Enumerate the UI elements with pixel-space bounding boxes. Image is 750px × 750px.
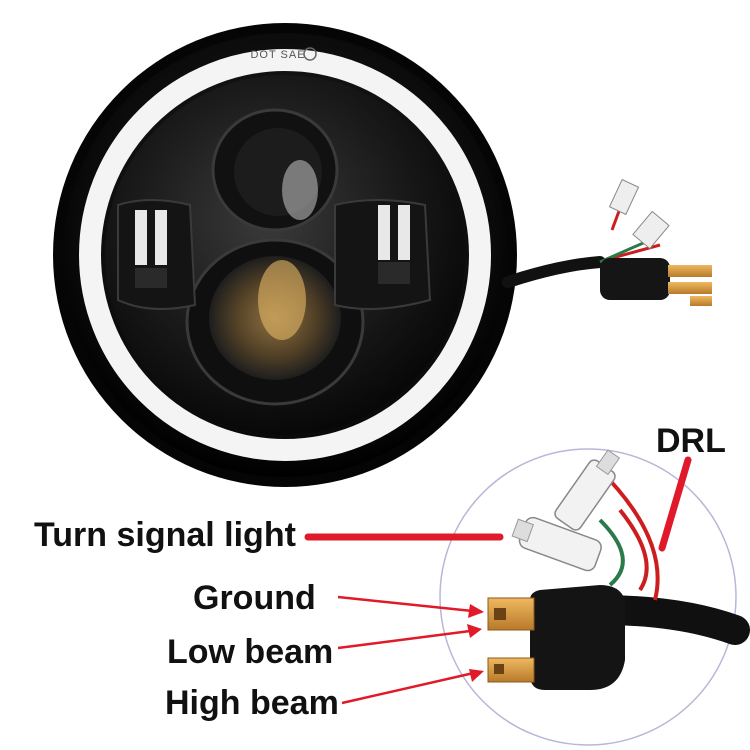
turn-signal-label: Turn signal light <box>34 516 296 554</box>
red-wire-b <box>598 468 660 601</box>
high-arrowhead-icon <box>469 669 484 682</box>
drl-plug <box>608 178 640 216</box>
left-led-strip <box>117 199 197 310</box>
high-beam-label: High beam <box>165 684 339 722</box>
right-led-strip <box>334 199 432 310</box>
h4-housing-large <box>530 585 625 690</box>
pin-b <box>668 282 712 294</box>
halo-ring <box>79 49 491 461</box>
upper-projector <box>211 108 339 232</box>
pin-a <box>668 265 712 277</box>
dot-stamp: DOT SAE <box>250 49 305 61</box>
ground-arrowhead-icon <box>468 604 484 618</box>
pin-c <box>690 296 712 306</box>
high-arrow-line <box>341 670 479 705</box>
stamp-mark-icon <box>303 47 317 61</box>
pointer-arrows <box>304 456 692 705</box>
turn-plug <box>632 210 670 250</box>
turn-plug-large <box>511 516 602 572</box>
drl-label: DRL <box>656 422 726 460</box>
drl-plug-large <box>554 449 621 531</box>
lower-projector <box>185 238 365 406</box>
green-wire <box>598 518 625 587</box>
low-arrow-line <box>337 628 479 650</box>
low-beam-label: Low beam <box>167 633 334 671</box>
arrowheads <box>467 604 484 682</box>
drl-arrow-line <box>658 456 692 552</box>
upper-connector <box>502 178 712 306</box>
h4-housing <box>600 258 670 300</box>
ground-pin-hole <box>494 608 506 620</box>
low-arrowhead-icon <box>467 624 482 638</box>
ground-arrow-line <box>337 595 483 614</box>
headlight-housing: DOT SAE <box>53 23 517 487</box>
connector-inset <box>439 448 750 746</box>
high-beam-pin-hole <box>494 664 504 674</box>
ground-label: Ground <box>193 579 316 617</box>
red-wire-a <box>618 508 649 592</box>
